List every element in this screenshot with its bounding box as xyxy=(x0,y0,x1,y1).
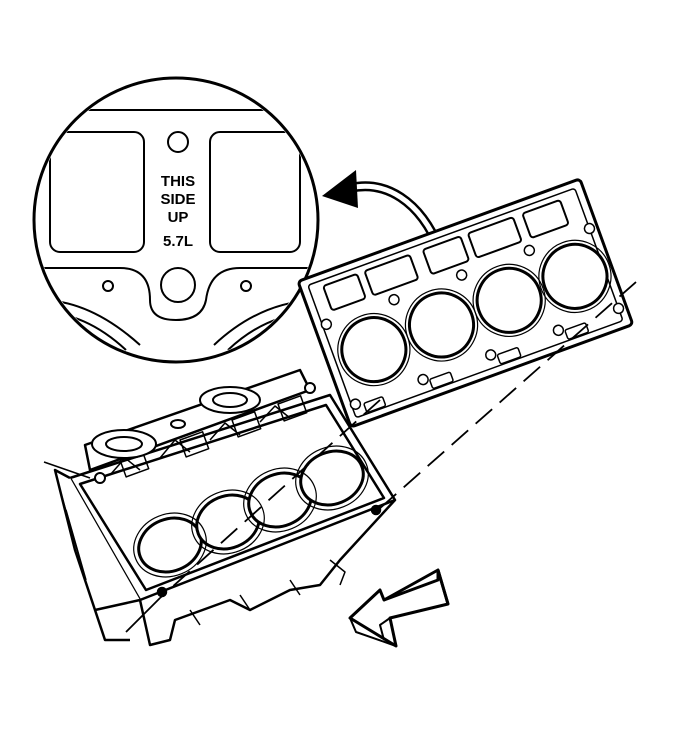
detail-magnifier: THIS SIDE UP 5.7L xyxy=(32,76,320,364)
detail-label-line-2: SIDE xyxy=(160,191,195,208)
alignment-lines xyxy=(125,281,637,633)
detail-label-line-3: UP xyxy=(168,209,189,226)
detail-left-window xyxy=(49,131,145,253)
direction-arrow xyxy=(348,568,450,648)
detail-right-window xyxy=(209,131,301,253)
detail-bottom-hole xyxy=(160,267,196,303)
detail-label-line-1: THIS xyxy=(161,173,195,190)
gasket-bores xyxy=(340,242,609,384)
detail-engine-size: 5.7L xyxy=(163,233,193,250)
head-gasket xyxy=(297,178,634,428)
detail-top-hole xyxy=(167,131,189,153)
engine-block xyxy=(43,368,397,647)
